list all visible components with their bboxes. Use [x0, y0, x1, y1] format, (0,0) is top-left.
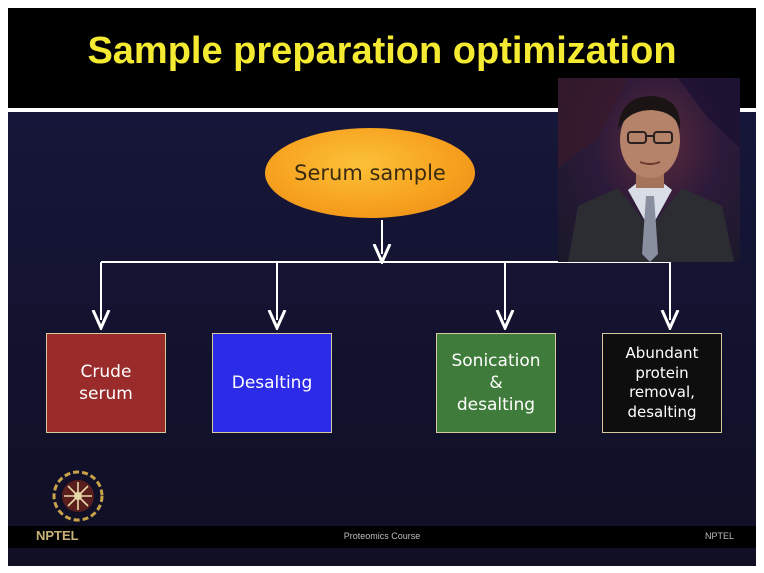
footer-course-label: Proteomics Course	[343, 531, 421, 541]
nptel-logo	[52, 470, 104, 522]
presenter-video-inset	[558, 78, 740, 262]
branch-node-crude-serum: Crude serum	[46, 333, 166, 433]
branch-node-abundant-protein-removal: Abundant protein removal, desalting	[602, 333, 722, 433]
slide-footer: NPTEL Proteomics Course NPTEL	[8, 526, 756, 548]
branch-node-desalting: Desalting	[212, 333, 332, 433]
title-bar: Sample preparation optimization	[8, 8, 756, 108]
flow-connectors	[8, 220, 756, 566]
branch-node-label-1: Crude serum	[79, 361, 133, 404]
branch-node-label-2: Desalting	[231, 372, 313, 393]
presenter-image	[558, 78, 740, 262]
branch-node-sonication-desalting: Sonication & desalting	[436, 333, 556, 433]
root-node-serum-sample: Serum sample	[265, 128, 475, 218]
root-node-label: Serum sample	[294, 161, 446, 185]
footer-dark-block	[104, 526, 160, 548]
footer-left-label: NPTEL	[36, 528, 79, 543]
branch-node-label-3: Sonication & desalting	[451, 350, 541, 416]
branch-node-label-4: Abundant protein removal, desalting	[625, 344, 699, 421]
footer-right-label: NPTEL	[704, 531, 734, 541]
title-divider	[8, 108, 756, 112]
slide-title: Sample preparation optimization	[87, 30, 677, 72]
slide-frame: Sample preparation optimization Serum sa…	[8, 8, 756, 566]
